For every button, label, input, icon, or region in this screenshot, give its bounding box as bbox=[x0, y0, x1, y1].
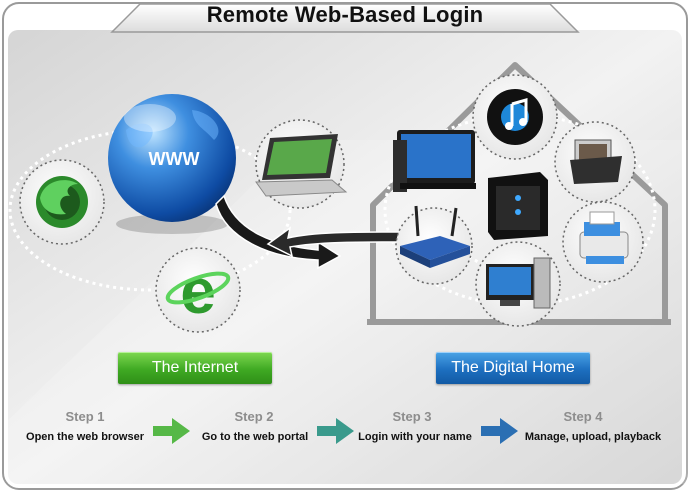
step-1-desc: Open the web browser bbox=[26, 431, 144, 443]
globe-icon bbox=[108, 94, 236, 234]
tv-icon bbox=[393, 130, 476, 192]
firefox-icon bbox=[19, 159, 105, 245]
step-4-desc: Manage, upload, playback bbox=[524, 431, 662, 443]
step-arrow-1 bbox=[153, 418, 190, 444]
page-title: Remote Web-Based Login bbox=[206, 2, 484, 27]
home-zone-label: The Digital Home bbox=[436, 352, 590, 384]
printer-icon bbox=[562, 201, 644, 283]
step-3-title: Step 3 bbox=[392, 409, 432, 424]
step-arrow-3 bbox=[481, 418, 518, 444]
step-3-desc: Login with your name bbox=[358, 431, 472, 443]
step-1-title: Step 1 bbox=[65, 409, 105, 424]
svg-text:e: e bbox=[180, 255, 216, 327]
globe-label: WWW bbox=[149, 149, 200, 169]
ie-icon: e bbox=[155, 247, 241, 333]
laptop-icon bbox=[255, 119, 348, 209]
step-arrow-2 bbox=[317, 418, 354, 444]
step-2-desc: Go to the web portal bbox=[201, 431, 309, 443]
desktop-pc-icon bbox=[475, 241, 561, 327]
step-2-title: Step 2 bbox=[234, 409, 274, 424]
internet-zone-label: The Internet bbox=[118, 352, 272, 384]
music-disc-icon bbox=[472, 74, 558, 160]
nas-icon bbox=[488, 172, 548, 240]
step-4-title: Step 4 bbox=[563, 409, 603, 424]
router-icon bbox=[395, 205, 473, 285]
exchange-arrows bbox=[215, 194, 403, 270]
folder-photos-icon bbox=[554, 121, 636, 203]
